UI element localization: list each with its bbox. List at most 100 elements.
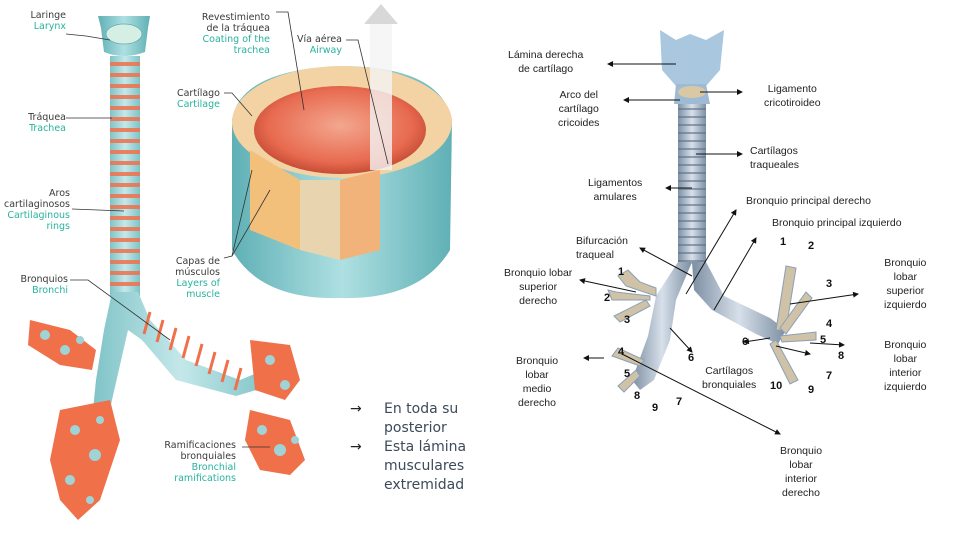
cartilage-ring: [678, 116, 706, 118]
segment-number: 7: [676, 396, 683, 408]
cartilage-ring: [110, 95, 140, 99]
cartilage-ring: [110, 227, 140, 231]
segment-number: 4: [826, 318, 833, 330]
segment-number: 6: [688, 352, 695, 364]
trachea-rings: [110, 62, 140, 286]
bronchi-shape: [92, 292, 270, 420]
segment-number: 2: [604, 292, 611, 304]
segment-number: 8: [838, 350, 845, 362]
larynx-shape: [98, 16, 150, 56]
segment-number: 4: [618, 346, 625, 358]
respiratory-tree-illustration: [28, 4, 452, 520]
segment-number: 3: [826, 278, 833, 290]
cartilage-ring: [678, 108, 706, 110]
cartilage-ring: [110, 161, 140, 165]
cartilage-ring: [110, 282, 140, 286]
cartilage-ring: [110, 62, 140, 66]
cartilage-ring: [110, 139, 140, 143]
label-muscle-layers: Capas de músculos Layers of muscle: [175, 256, 220, 300]
right-main-bronchus: [632, 262, 692, 390]
cartilage-ring: [678, 204, 706, 206]
cartilage-ring: [110, 117, 140, 121]
cartilage-ring: [110, 216, 140, 220]
segment-number: 10: [770, 380, 783, 392]
arrow-right-icon: →: [350, 401, 362, 417]
segment-number: 7: [826, 370, 833, 382]
cartilage-ring: [678, 148, 706, 150]
label-bronquio-principal-derecho: Bronquio principal derecho: [746, 195, 871, 207]
label-trachea-coating: Revestimiento de la tráquea Coating of t…: [201, 12, 270, 56]
cartilage-ring: [678, 212, 706, 214]
segment-number: 3: [624, 314, 631, 326]
cartilage-ring: [678, 220, 706, 222]
cartilage-ring: [110, 260, 140, 264]
label-bronchi: Bronquios Bronchi: [20, 274, 69, 296]
bronchus-ring: [155, 319, 165, 343]
segmental-bronchi: [607, 265, 817, 393]
larynx-cartilage: [660, 30, 724, 104]
label-larynx: Laringe Larynx: [30, 10, 66, 32]
label-bronquio-principal-izquierdo: Bronquio principal izquierdo: [772, 217, 902, 229]
cartilage-ring: [678, 124, 706, 126]
ramification-spots: [40, 330, 299, 504]
segment-number: 2: [808, 240, 815, 252]
segment-number: 1: [618, 266, 625, 278]
cartilage-ring: [678, 180, 706, 182]
label-airway: Vía aérea Airway: [296, 34, 342, 56]
segment-number: 1: [780, 236, 787, 248]
segment-number: 5: [820, 334, 827, 346]
cartilage-ring: [110, 238, 140, 242]
cartilage-ring: [110, 172, 140, 176]
bronchus-ring: [181, 335, 191, 359]
cartilage-ring: [678, 156, 706, 158]
label-bronchial-ramifications: Ramificaciones bronquiales Bronchial ram…: [164, 440, 236, 484]
cartilage-ring: [678, 260, 706, 262]
cartilage-ring: [110, 271, 140, 275]
left-illustration-panel: Laringe Larynx Tráquea Trachea Aros cart…: [0, 0, 480, 542]
airway-arrow: [370, 20, 392, 170]
cartilage-ring: [678, 196, 706, 198]
trachea-tube: [678, 104, 706, 264]
segment-number: 9: [652, 402, 659, 414]
segment-number: 6: [742, 336, 749, 348]
label-trachea: Tráquea Trachea: [28, 112, 66, 134]
left-main-bronchus: [692, 262, 786, 344]
bronchus-ring: [220, 359, 230, 383]
trachea-cross-section: [232, 4, 452, 299]
bronchi-rings: [142, 311, 243, 391]
cartilage-ring: [110, 73, 140, 77]
bronchus-ring: [168, 327, 178, 351]
cartilage-ring: [678, 132, 706, 134]
cartilage-ring: [110, 150, 140, 154]
cartilage-ring: [110, 183, 140, 187]
trachea-bronchi-illustration: [579, 30, 859, 435]
cartilage-ring: [110, 249, 140, 253]
cartilage-ring: [110, 205, 140, 209]
arrow-right-icon: →: [350, 439, 362, 455]
cartilage-ring: [678, 140, 706, 142]
bronchus-ring: [194, 343, 204, 367]
cartilage-ring: [110, 106, 140, 110]
cartilage-ring: [110, 194, 140, 198]
cartilage-ring: [678, 188, 706, 190]
trachea-rings: [678, 108, 706, 262]
label-cartilage: Cartílago Cartilage: [176, 88, 220, 110]
cartilage-ring: [678, 244, 706, 246]
cartilage-ring: [110, 84, 140, 88]
segment-number: 9: [808, 384, 815, 396]
cartilage-ring: [678, 164, 706, 166]
segment-number: 8: [634, 390, 641, 402]
